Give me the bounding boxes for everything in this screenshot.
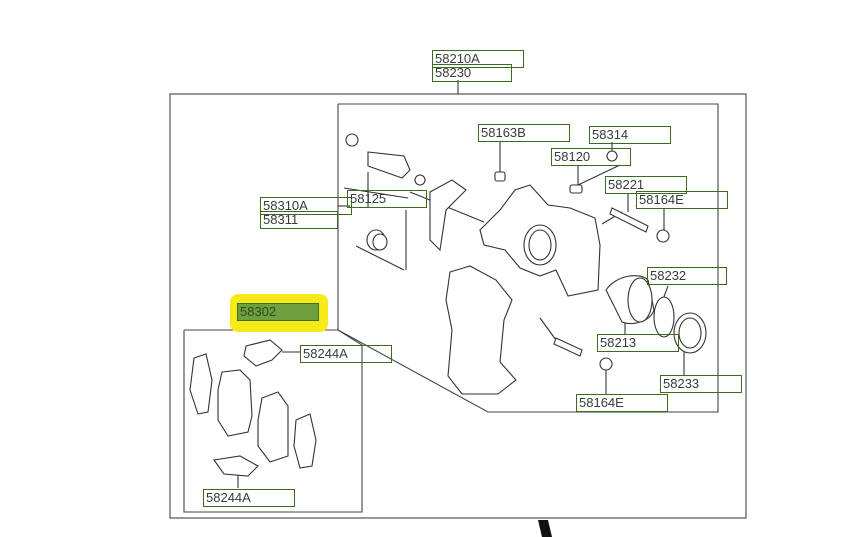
part-label-58244A-top[interactable]: 58244A [300,345,392,363]
part-label-58164E-bottom[interactable]: 58164E [576,394,668,412]
brake-pad-left [217,369,253,437]
part-label-58163B[interactable]: 58163B [478,124,570,142]
cursor-mark [538,520,552,537]
brake-pad-right [257,391,289,463]
caliper-carrier [445,265,517,395]
part-label-58210A[interactable]: 58210A [432,50,524,68]
nut-part [345,133,359,147]
bracket-plate [429,179,467,252]
caliper-frame [337,103,719,413]
part-label-58244A-bottom[interactable]: 58244A [203,489,295,507]
part-label-58164E-top[interactable]: 58164E [636,191,728,209]
pad-shim-right [293,413,317,469]
guide-pin-boot [367,151,411,179]
pad-clip [243,339,283,367]
part-label-58221[interactable]: 58221 [605,176,687,194]
part-label-58233[interactable]: 58233 [660,375,742,393]
part-label-58125[interactable]: 58125 [347,190,427,208]
part-label-58230[interactable]: 58230 [432,64,512,82]
pad-clip-lower [213,455,259,477]
pad-shim-left [189,353,213,415]
part-label-58232[interactable]: 58232 [647,267,727,285]
seal-ring [653,296,675,338]
part-label-58120[interactable]: 58120 [551,148,631,166]
part-label-58213[interactable]: 58213 [597,334,679,352]
part-label-58310A[interactable]: 58310A [260,197,352,215]
part-label-58314[interactable]: 58314 [589,126,671,144]
part-label-58302[interactable]: 58302 [237,303,319,321]
part-label-58311[interactable]: 58311 [260,211,338,229]
